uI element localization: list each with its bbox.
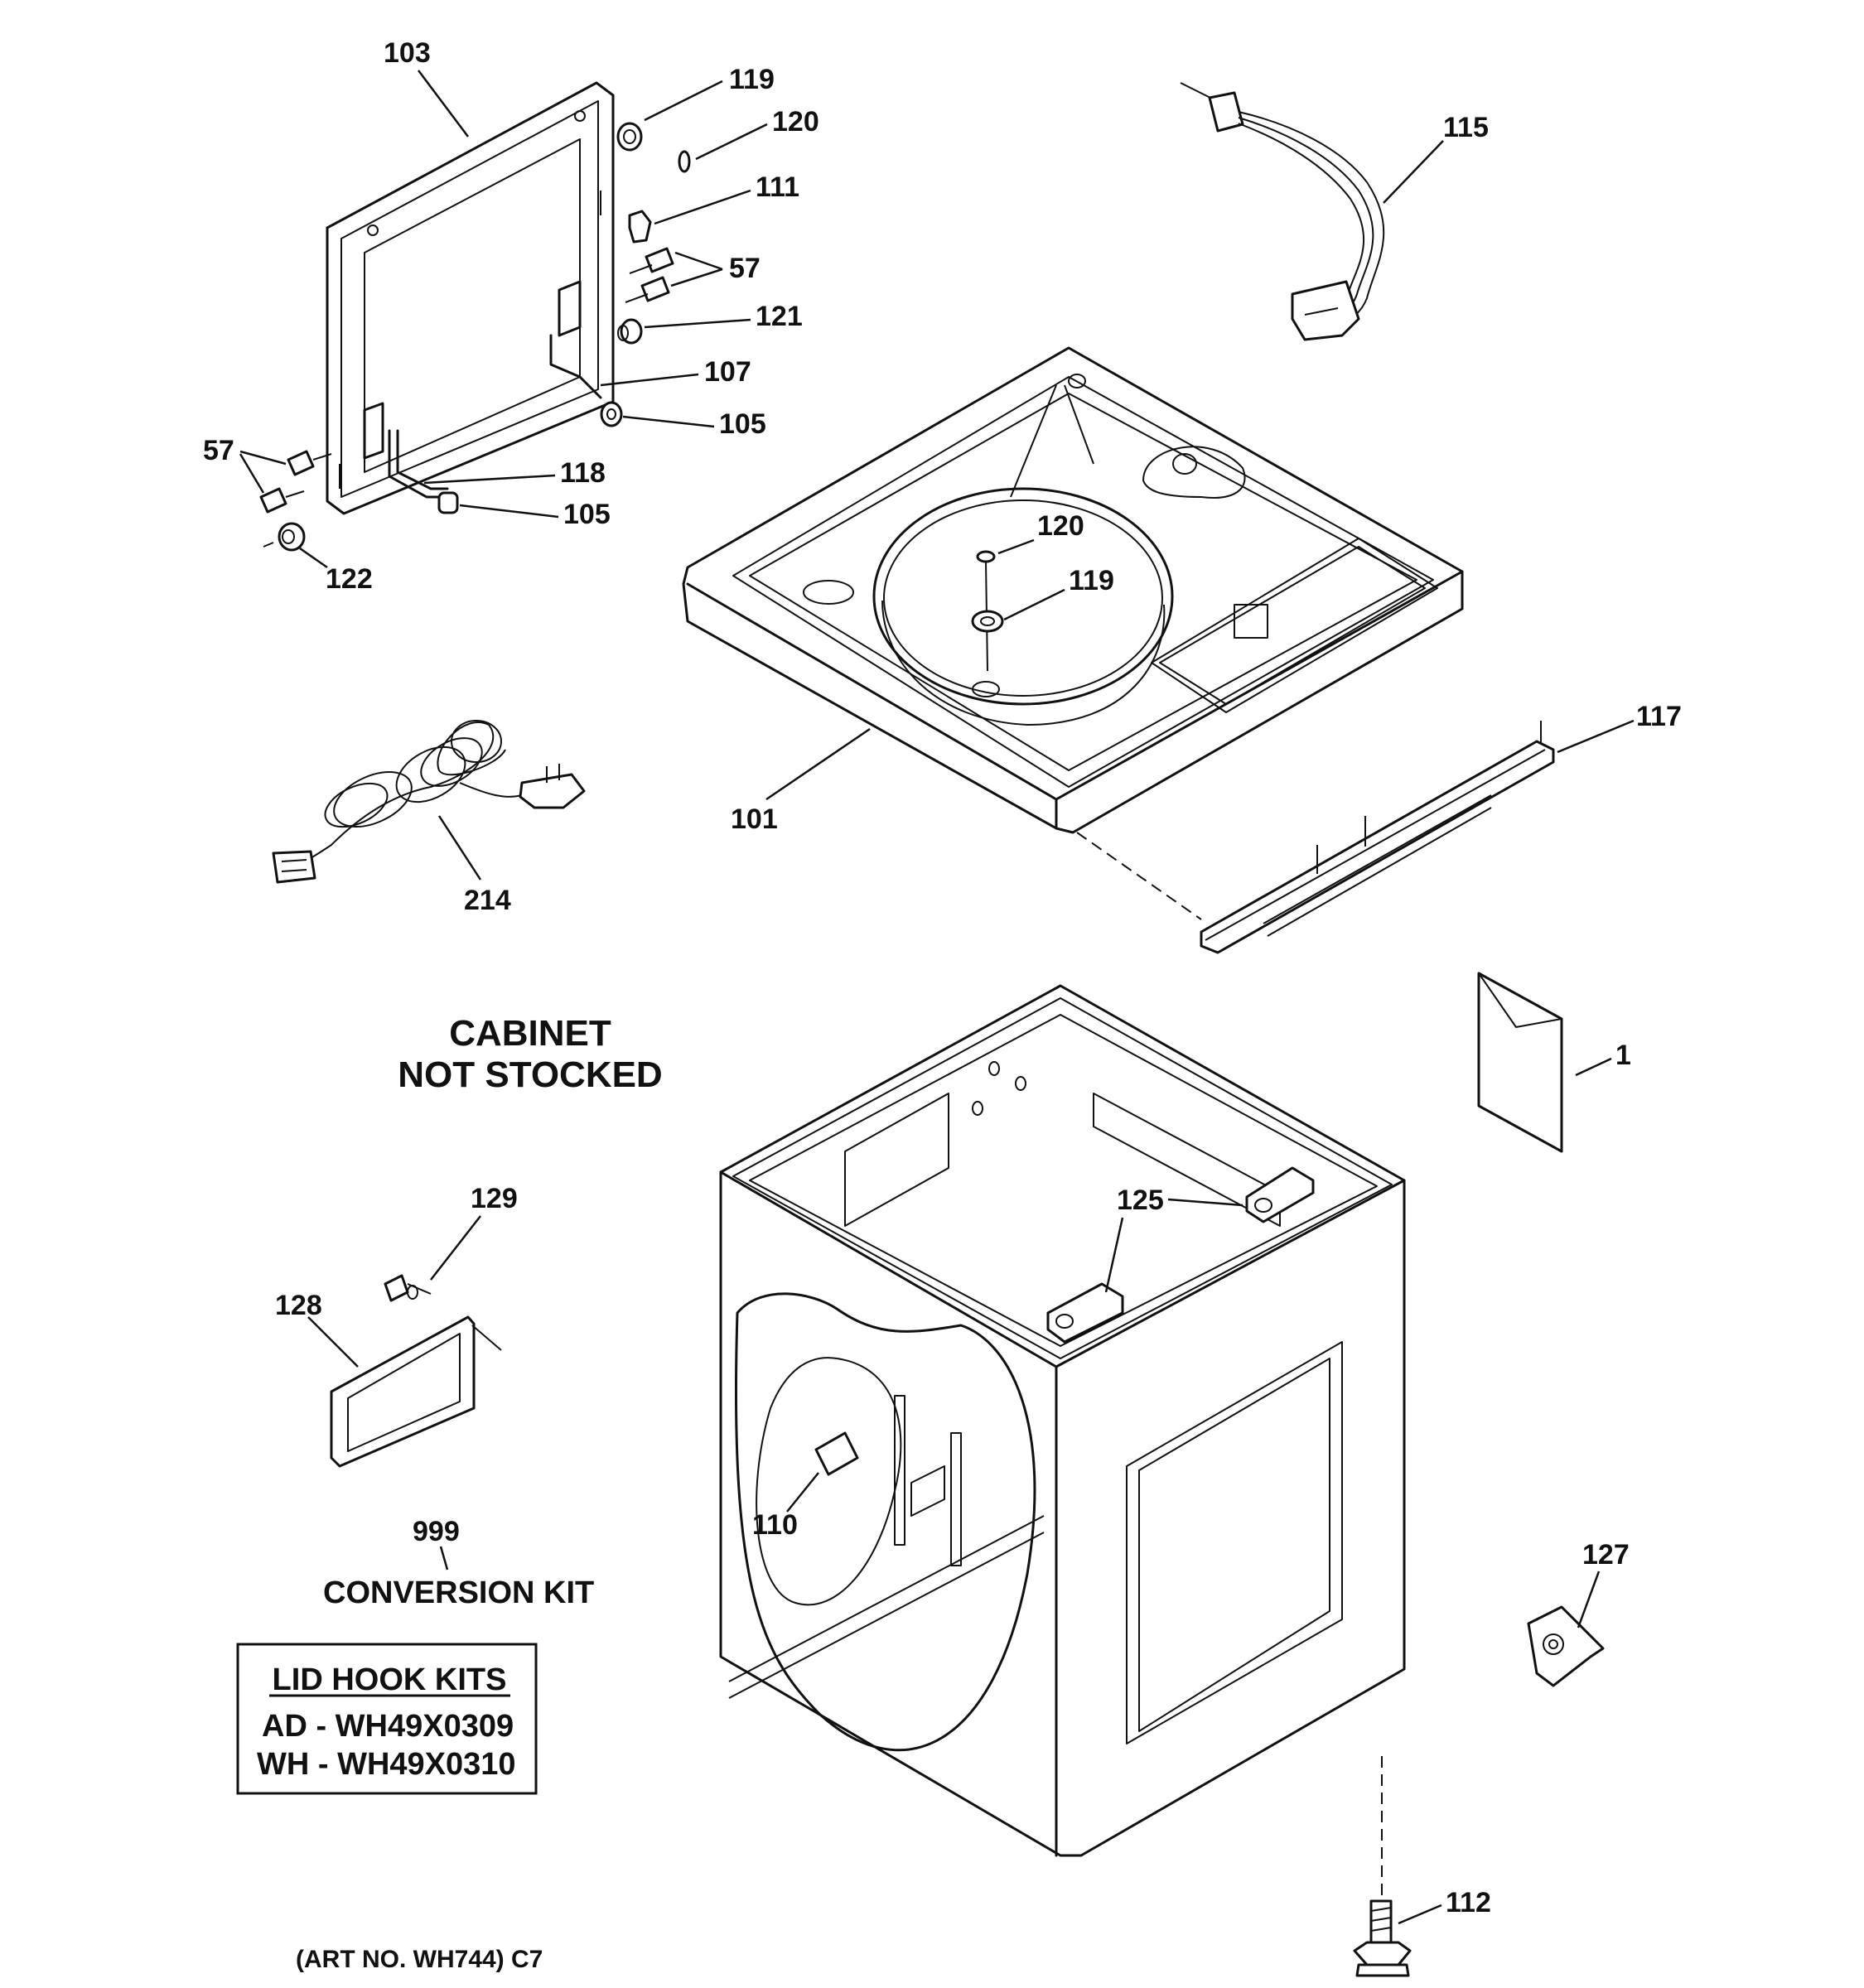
callout-105-upper: 105 bbox=[719, 408, 766, 440]
callout-999: 999 bbox=[413, 1516, 460, 1547]
callout-110: 110 bbox=[752, 1509, 798, 1541]
cabinet-label-line1: CABINET bbox=[449, 1013, 611, 1054]
callout-103: 103 bbox=[384, 37, 431, 69]
conversion-kit-parts bbox=[330, 1274, 502, 1468]
bracket-127 bbox=[1527, 1605, 1605, 1687]
callout-115: 115 bbox=[1443, 112, 1489, 143]
lid-hook-kit-wh: WH - WH49X0310 bbox=[257, 1747, 516, 1782]
front-bracket bbox=[1200, 721, 1555, 954]
literature-packet bbox=[1477, 972, 1563, 1153]
callout-122: 122 bbox=[326, 563, 373, 595]
callout-129: 129 bbox=[471, 1183, 518, 1214]
callout-57-lower: 57 bbox=[203, 435, 234, 466]
callout-120-lid: 120 bbox=[772, 106, 819, 138]
callout-119-lid: 119 bbox=[729, 64, 775, 95]
lid-hook-kit-ad: AD - WH49X0309 bbox=[262, 1709, 514, 1744]
callout-112: 112 bbox=[1446, 1887, 1491, 1918]
callout-117: 117 bbox=[1636, 701, 1682, 732]
leveling-leg bbox=[1353, 1899, 1412, 1977]
cabinet-label-line2: NOT STOCKED bbox=[398, 1054, 662, 1095]
callout-107: 107 bbox=[704, 356, 751, 388]
callout-125: 125 bbox=[1117, 1185, 1164, 1216]
callout-128: 128 bbox=[275, 1290, 322, 1321]
lid-hook-kits-title: LID HOOK KITS bbox=[273, 1662, 507, 1697]
top-panel bbox=[682, 346, 1464, 834]
callout-121: 121 bbox=[756, 301, 803, 332]
callout-118: 118 bbox=[560, 457, 606, 489]
lid-hook-kits-box: LID HOOK KITS AD - WH49X0309 WH - WH49X0… bbox=[236, 1643, 538, 1795]
callout-214: 214 bbox=[464, 885, 511, 916]
callout-111: 111 bbox=[756, 171, 799, 203]
callout-120-top: 120 bbox=[1037, 510, 1084, 542]
lid-callouts: 103 119 120 111 57 121 107 105 57 118 10… bbox=[203, 37, 819, 595]
lid-switch-harness bbox=[1180, 82, 1385, 341]
callout-127: 127 bbox=[1582, 1539, 1630, 1571]
art-number: (ART NO. WH744) C7 bbox=[296, 1946, 543, 1973]
callout-101: 101 bbox=[731, 803, 778, 835]
lid-hinge-parts bbox=[259, 122, 691, 552]
cabinet bbox=[719, 984, 1406, 1857]
conversion-kit-label: CONVERSION KIT bbox=[323, 1575, 594, 1610]
callout-105-lower: 105 bbox=[563, 499, 611, 530]
callout-1: 1 bbox=[1615, 1040, 1631, 1071]
callout-57-upper: 57 bbox=[729, 253, 761, 284]
power-cord bbox=[272, 720, 586, 884]
callout-119-top: 119 bbox=[1069, 565, 1114, 596]
